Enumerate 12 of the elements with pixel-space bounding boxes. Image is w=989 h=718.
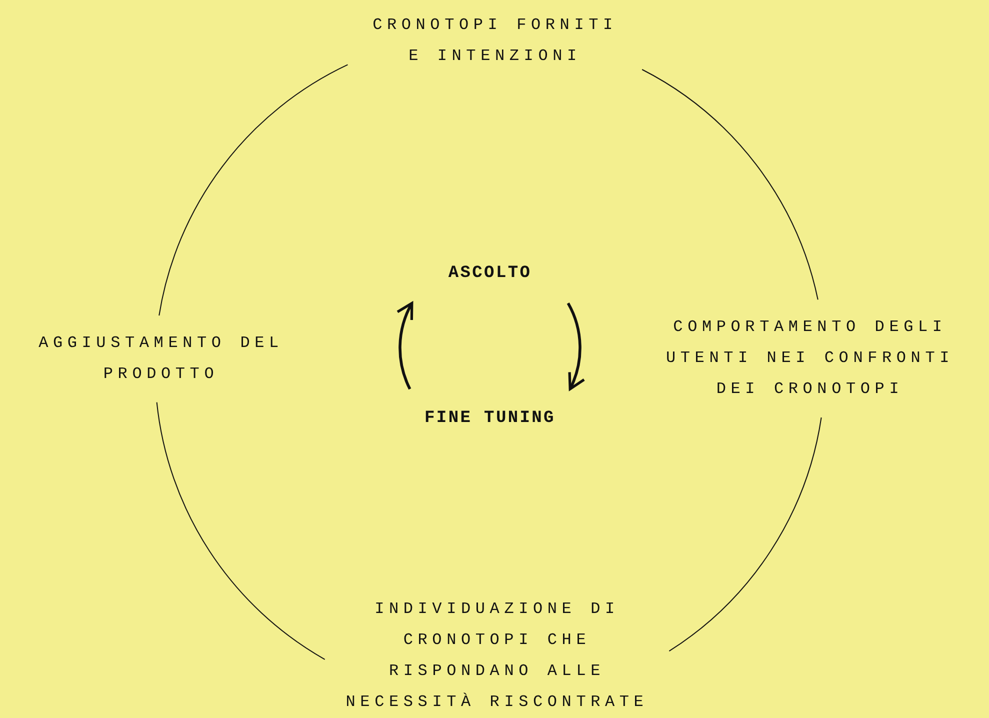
- cycle-arc: [668, 417, 822, 652]
- cycle-arc: [642, 69, 818, 300]
- stage-label: ASCOLTO: [447, 263, 533, 285]
- phase-label: INDIVIDUAZIONE DI CRONOTOPI CHE RISPONDANO ALLE NECESSITÀ RISCONTRATE: [344, 599, 650, 713]
- cycle-arrow: [396, 302, 414, 390]
- cycle-arrow: [566, 302, 585, 390]
- phase-label: COMPORTAMENTO DEGLI UTENTI NEI CONFRONTI DEI CRONOTOPI: [664, 317, 956, 400]
- cycle-arc: [156, 402, 326, 660]
- cycle-arc: [158, 64, 348, 316]
- stage-label: FINE TUNING: [424, 408, 556, 430]
- phase-label: AGGIUSTAMENTO DEL PRODOTTO: [38, 333, 284, 385]
- phase-label: CRONOTOPI FORNITI E INTENZIONI: [372, 15, 618, 67]
